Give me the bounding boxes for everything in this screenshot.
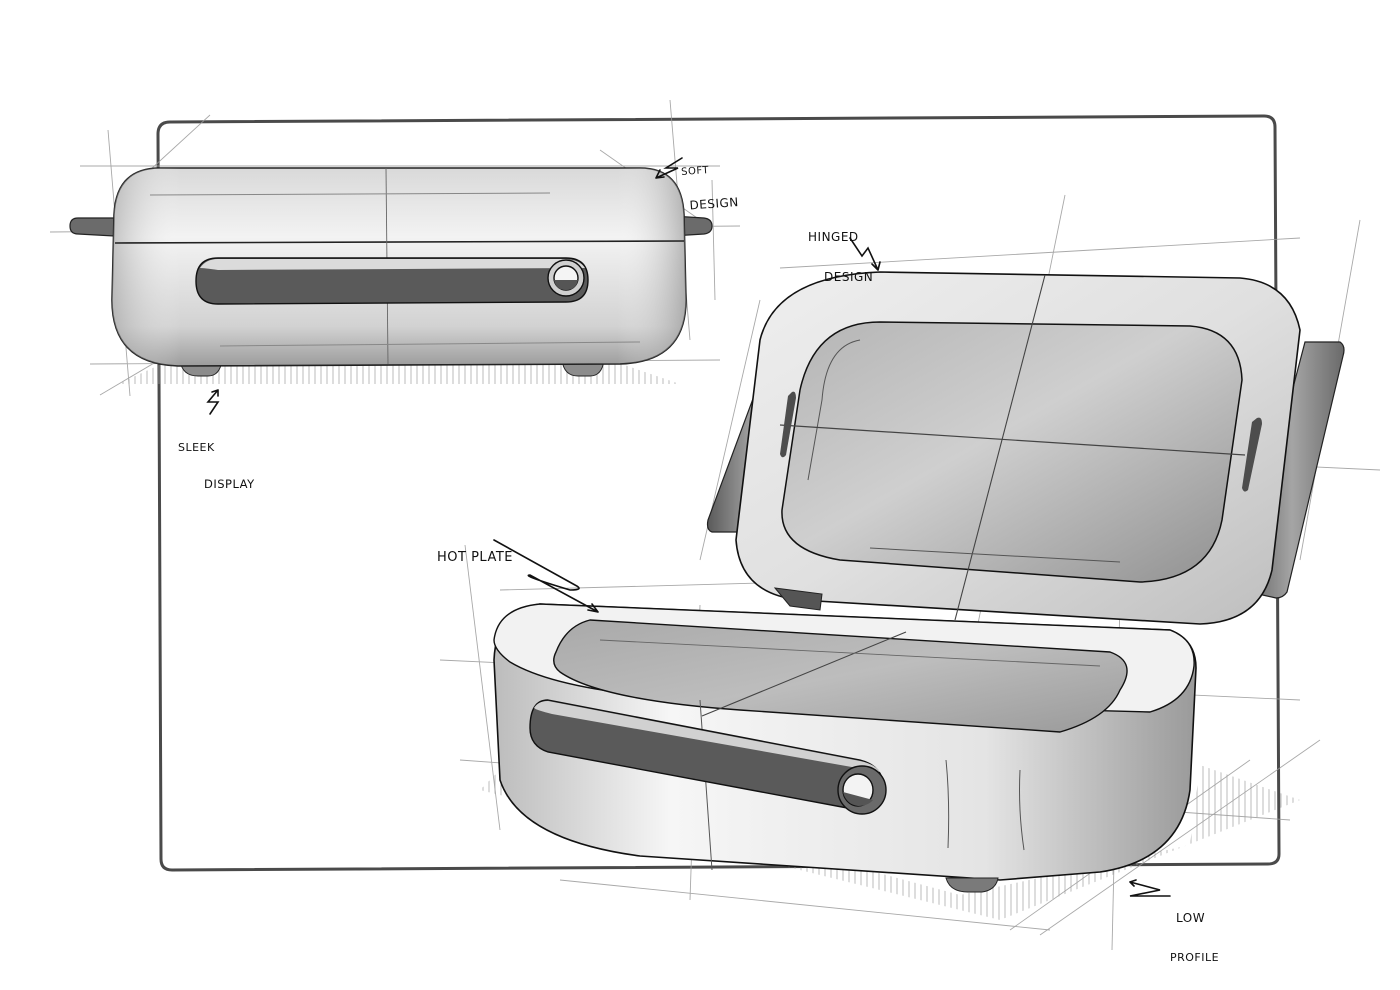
- arrow-hinged-design: [849, 237, 881, 271]
- ground-hatch: [480, 765, 1300, 920]
- arrow-hot-plate: [493, 539, 599, 613]
- annotation-hinged-design-line2: DESIGN: [824, 269, 874, 284]
- lid-slot-left: [780, 391, 796, 458]
- annotation-sleek-display-line2: DISPLAY: [204, 477, 255, 492]
- annotation-hot-plate-line1: HOT PLATE: [437, 549, 513, 565]
- annotation-hot-plate: HOT PLATE: [437, 522, 513, 579]
- annotation-soft-design-line1: SOFT: [680, 165, 710, 178]
- arrow-soft-design: [655, 157, 683, 179]
- hot-plate: [553, 619, 1128, 733]
- control-knob-base: [837, 765, 887, 815]
- annotation-hinged-design: HINGED DESIGN: [808, 205, 873, 297]
- annotation-hinged-design-line1: HINGED: [808, 230, 859, 245]
- annotation-soft-design-line2: DESIGN: [689, 195, 740, 213]
- hinge-left: [773, 587, 823, 611]
- annotation-arrows: [206, 157, 1171, 897]
- arrow-low-profile: [1129, 879, 1171, 897]
- annotation-soft-design: SOFT DESIGN: [679, 141, 740, 224]
- lid-slot-right: [1242, 417, 1262, 492]
- annotation-low-profile: LOW PROFILE: [1170, 886, 1219, 977]
- base-foot: [945, 877, 999, 893]
- perspective-open-unit: [480, 271, 1345, 920]
- annotation-sleek-display-line1: SLEEK: [178, 441, 215, 455]
- annotation-sleek-display: SLEEK DISPLAY: [178, 418, 255, 503]
- background-frame: [156, 114, 1281, 872]
- arrow-sleek-display: [206, 389, 220, 415]
- annotation-low-profile-line1: LOW: [1176, 911, 1206, 926]
- control-knob-front: [547, 259, 585, 297]
- annotation-low-profile-line2: PROFILE: [1170, 950, 1220, 964]
- front-view-closed-unit: [69, 167, 713, 384]
- left-handle: [69, 217, 115, 237]
- lid-plate: [781, 321, 1243, 583]
